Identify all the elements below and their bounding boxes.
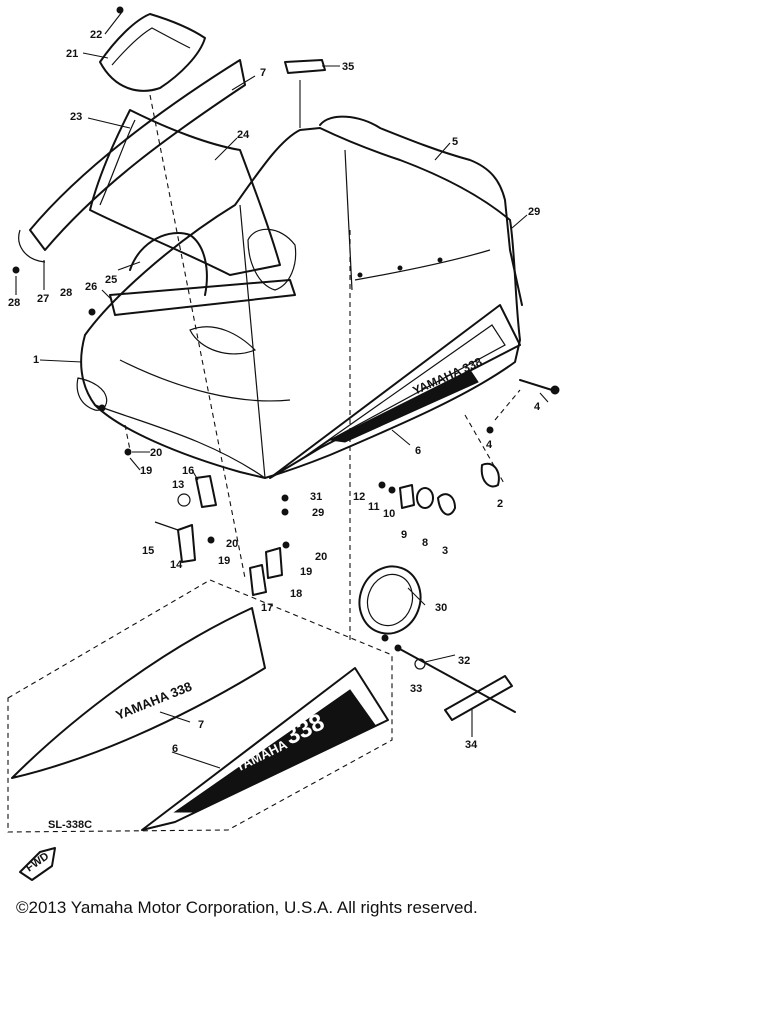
callout-20-right: 20 <box>315 551 327 563</box>
copyright-notice: ©2013 Yamaha Motor Corporation, U.S.A. A… <box>16 898 478 917</box>
fwd-label: FWD <box>24 850 51 874</box>
callout-1: 1 <box>33 354 39 366</box>
callout-7-windshield-trim: 7 <box>260 67 266 79</box>
callout-10: 10 <box>383 508 395 520</box>
inset-model-label: SL-338C <box>48 819 92 831</box>
callout-27: 27 <box>37 293 49 305</box>
hood-side-decal: YAMAHA 338 <box>269 304 521 479</box>
callout-25: 25 <box>105 274 117 286</box>
windshield-trim <box>18 59 246 263</box>
callout-23: 23 <box>70 111 82 123</box>
hinge-hardware <box>124 448 290 596</box>
callout-11: 11 <box>368 501 380 513</box>
hood-part <box>76 127 521 479</box>
callout-2: 2 <box>497 498 503 510</box>
callout-17: 17 <box>261 602 273 614</box>
callout-26: 26 <box>85 281 97 293</box>
headlight-ring <box>358 565 422 642</box>
callout-30: 30 <box>435 602 447 614</box>
latch-hardware <box>378 379 560 516</box>
exploded-parts-diagram: YAMAHA 338 <box>7 6 560 881</box>
callout-15: 15 <box>142 545 154 557</box>
callout-28-mid: 28 <box>60 287 72 299</box>
callout-4-lower: 4 <box>486 439 493 451</box>
callout-7-inset: 7 <box>198 719 204 731</box>
callout-20-left: 20 <box>150 447 162 459</box>
callout-20-mid: 20 <box>226 538 238 550</box>
callout-13: 13 <box>172 479 184 491</box>
inset-upper-decal-text: YAMAHA 338 <box>114 679 194 723</box>
callout-12: 12 <box>353 491 365 503</box>
callout-29-lower: 29 <box>312 507 324 519</box>
decal-inset-box: YAMAHA 338 YAMAHA 338 SL-338C <box>7 579 393 833</box>
callout-33: 33 <box>410 683 422 695</box>
callout-6-inset: 6 <box>172 743 178 755</box>
callout-18: 18 <box>290 588 302 600</box>
callout-31: 31 <box>310 491 322 503</box>
callout-21: 21 <box>66 48 78 60</box>
windshield-part <box>89 109 281 276</box>
callout-9: 9 <box>401 529 407 541</box>
callout-29-upper: 29 <box>528 206 540 218</box>
callout-16: 16 <box>182 465 194 477</box>
fwd-arrow-icon: FWD <box>19 847 56 881</box>
seal-strip-part <box>319 115 523 306</box>
callout-32: 32 <box>458 655 470 667</box>
callout-19-left: 19 <box>140 465 152 477</box>
lower-trim-strip <box>12 232 296 316</box>
callout-19-mid: 19 <box>218 555 230 567</box>
trim-lens-part <box>99 6 206 92</box>
callout-8: 8 <box>422 537 428 549</box>
callout-labels: 22 21 7 35 23 24 5 29 25 26 28 27 28 1 4… <box>8 29 541 755</box>
callout-19-right: 19 <box>300 566 312 578</box>
hood-prop-rod <box>394 644 516 721</box>
callout-35: 35 <box>342 61 354 73</box>
callout-24: 24 <box>237 129 250 141</box>
callout-leaders <box>15 11 549 769</box>
callout-6-hood: 6 <box>415 445 421 457</box>
callout-4-right: 4 <box>534 401 541 413</box>
callout-3: 3 <box>442 545 448 557</box>
callout-5: 5 <box>452 136 458 148</box>
callout-22: 22 <box>90 29 102 41</box>
callout-34: 34 <box>465 739 478 751</box>
assembly-guide-lines <box>124 80 521 640</box>
plate-part-35 <box>284 59 326 74</box>
callout-14: 14 <box>170 559 183 571</box>
callout-28-left: 28 <box>8 297 20 309</box>
